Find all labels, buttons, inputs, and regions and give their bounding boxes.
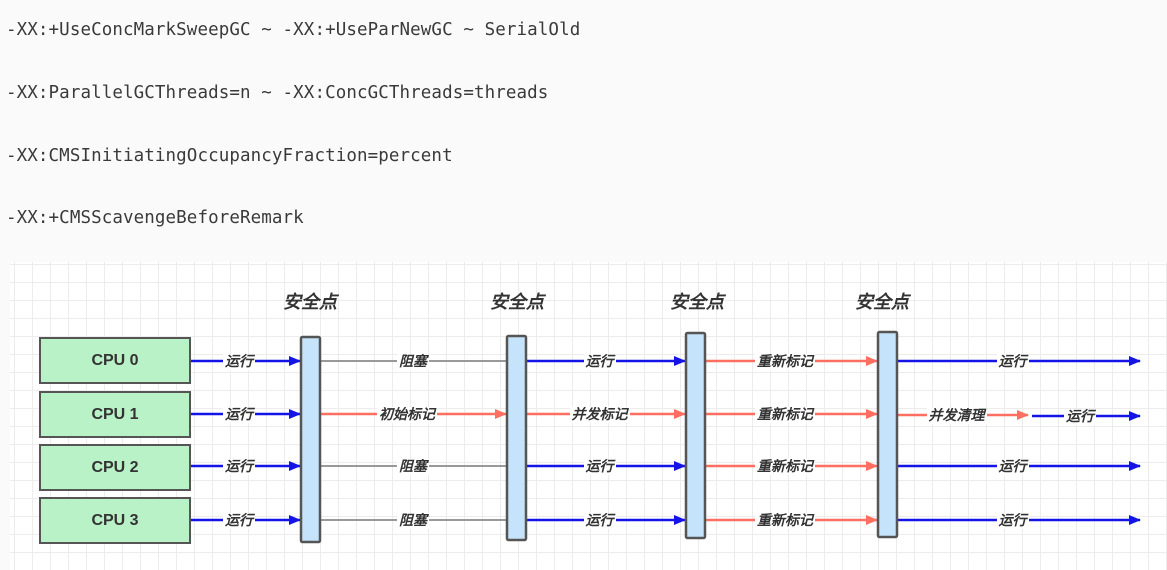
jvm-flag-line: -XX:CMSInitiatingOccupancyFraction=perce… <box>6 146 453 166</box>
segment-label: 运行 <box>583 354 616 370</box>
safepoint-bar <box>684 331 707 540</box>
segment-label: 重新标记 <box>755 513 815 529</box>
cpu-box: CPU 2 <box>39 444 191 491</box>
safepoint-bar <box>505 334 528 542</box>
segment-label: 重新标记 <box>755 407 815 423</box>
segment-label: 阻塞 <box>397 459 429 475</box>
segment-label: 初始标记 <box>377 407 437 423</box>
segment-label: 运行 <box>223 407 255 423</box>
segment-label: 重新标记 <box>755 354 815 370</box>
segment-label: 阻塞 <box>397 513 429 529</box>
safepoint-label: 安全点 <box>855 292 909 313</box>
segment-label: 运行 <box>996 513 1029 529</box>
jvm-flag-line: -XX:ParallelGCThreads=n ~ -XX:ConcGCThre… <box>6 83 549 103</box>
safepoint-label: 安全点 <box>670 292 724 313</box>
safepoint-bar <box>876 330 899 539</box>
segment-label: 阻塞 <box>397 354 429 370</box>
safepoint-label: 安全点 <box>490 292 544 313</box>
jvm-flag-line: -XX:+UseConcMarkSweepGC ~ -XX:+UseParNew… <box>6 20 581 40</box>
safepoint-label: 安全点 <box>283 292 337 313</box>
segment-label: 并发标记 <box>569 407 630 423</box>
cpu-box: CPU 1 <box>39 391 191 438</box>
cpu-box: CPU 0 <box>39 337 191 384</box>
segment-label: 运行 <box>583 513 616 529</box>
jvm-flag-line: -XX:+CMSScavengeBeforeRemark <box>6 208 304 228</box>
cpu-box: CPU 3 <box>39 497 191 544</box>
segment-label: 运行 <box>223 459 255 475</box>
segment-label: 运行 <box>223 354 255 370</box>
safepoint-bar <box>299 335 322 544</box>
segment-label: 运行 <box>223 513 255 529</box>
segment-label: 并发清理 <box>926 408 987 424</box>
segment-label: 运行 <box>583 459 616 475</box>
segment-label: 运行 <box>996 354 1029 370</box>
segment-label: 重新标记 <box>755 459 815 475</box>
segment-label: 运行 <box>1064 409 1096 425</box>
segment-label: 运行 <box>996 459 1029 475</box>
